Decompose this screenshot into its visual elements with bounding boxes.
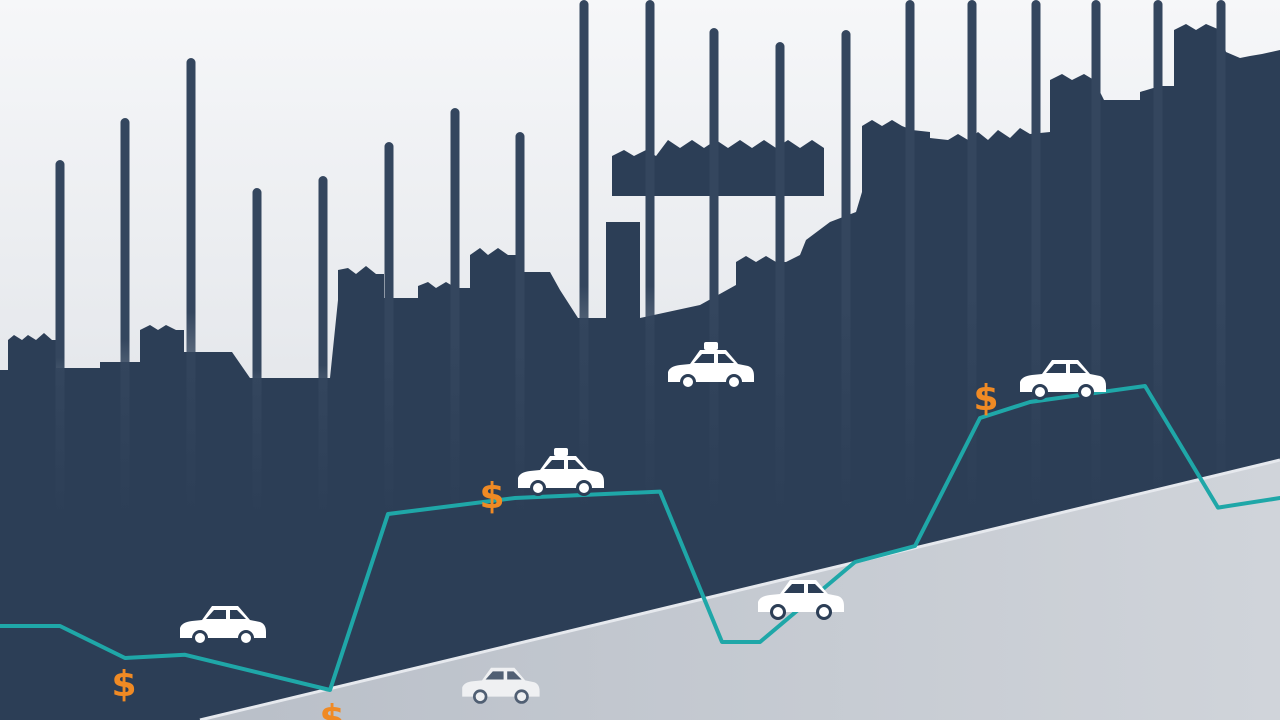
chimney-icon (252, 188, 262, 520)
chimney-icon (515, 132, 525, 520)
chimney-group (55, 0, 1226, 520)
chimney-icon (905, 0, 915, 520)
chimney-icon (775, 42, 785, 520)
chimney-icon (626, 222, 638, 318)
car-group (180, 342, 1106, 704)
dollar-sign-icon: $ (111, 664, 136, 705)
chimney-icon (579, 0, 589, 520)
taxi-icon (668, 342, 754, 390)
dollar-sign-icon: $ (973, 378, 998, 419)
car-icon (1020, 360, 1106, 400)
chimney-icon (120, 118, 130, 520)
car-icon (758, 580, 844, 620)
car-icon (462, 667, 540, 704)
chimney-icon (841, 30, 851, 520)
dollar-sign-icon: $ (479, 476, 504, 517)
chimney-icon (709, 28, 719, 520)
chimney-icon (1153, 0, 1163, 520)
chimney-icon (1091, 0, 1101, 520)
economic-trend-line (0, 384, 1280, 692)
chimney-icon (450, 108, 460, 520)
chimney-icon (606, 222, 618, 318)
dollar-group: $ $ $ $ (111, 378, 998, 720)
dollar-sign-icon: $ (319, 698, 344, 720)
chimney-icon (1031, 0, 1041, 520)
taxi-icon (518, 448, 604, 496)
chimney-icon (186, 58, 196, 520)
chimney-icon (55, 160, 65, 520)
chimney-icon (384, 142, 394, 520)
chimney-icon (318, 176, 328, 520)
chimney-icon (967, 0, 977, 520)
ground-edge (199, 458, 1280, 720)
chimney-icon (1216, 0, 1226, 520)
car-icon (180, 606, 266, 646)
chimney-icon (645, 0, 655, 520)
